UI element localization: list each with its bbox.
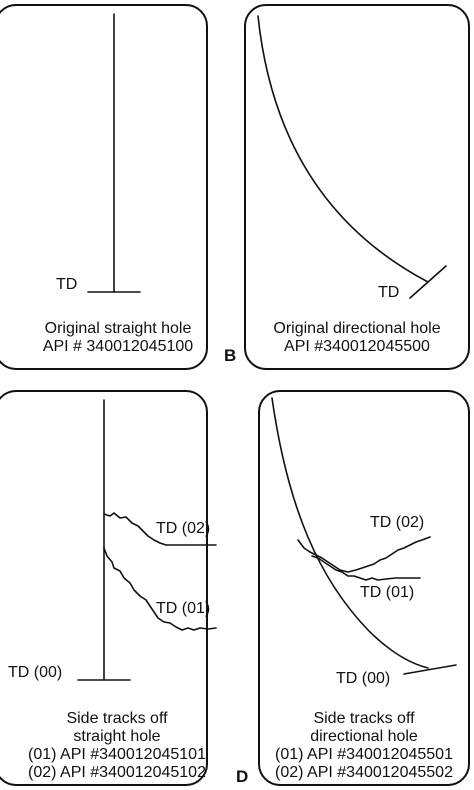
td-label-01-directional: TD (01) bbox=[360, 584, 415, 601]
caption-line: directional hole bbox=[310, 728, 418, 745]
caption-line: Original directional hole bbox=[273, 320, 441, 337]
caption-directional-hole: Original directional hole API #340012045… bbox=[244, 320, 470, 356]
sidetrack-02-directional bbox=[297, 536, 431, 573]
caption-side-tracks-directional: Side tracks off directional hole (01) AP… bbox=[258, 710, 470, 782]
caption-line: Side tracks off bbox=[313, 710, 415, 727]
panel-letter-b: B bbox=[224, 346, 237, 365]
caption-line: straight hole bbox=[73, 728, 161, 745]
caption-line: (02) API #340012045502 bbox=[275, 764, 453, 781]
directional-hole-td-bar bbox=[409, 265, 447, 299]
td-label-straight: TD bbox=[56, 276, 78, 293]
caption-line: API # 340012045100 bbox=[42, 338, 194, 355]
caption-line: Original straight hole bbox=[44, 320, 192, 337]
sidetrack-01-straight bbox=[103, 547, 217, 631]
caption-side-tracks-straight: Side tracks off straight hole (01) API #… bbox=[2, 710, 232, 782]
panel-b-original-directional-hole bbox=[244, 4, 470, 370]
caption-line: (02) API #340012045102 bbox=[28, 764, 206, 781]
td-label-directional: TD bbox=[378, 284, 400, 301]
td-label-00-straight: TD (00) bbox=[8, 664, 63, 681]
caption-line: API #340012045500 bbox=[284, 338, 430, 355]
td-label-01-straight: TD (01) bbox=[156, 600, 211, 617]
directional-main-hole-curve bbox=[271, 397, 429, 669]
caption-line: (01) API #340012045501 bbox=[275, 746, 453, 763]
directional-main-td-bar bbox=[403, 664, 457, 675]
td-label-02-straight: TD (02) bbox=[156, 520, 211, 537]
panel-a-original-straight-hole bbox=[0, 4, 208, 370]
sidetrack-01-directional bbox=[311, 555, 421, 581]
td-label-00-directional: TD (00) bbox=[336, 670, 391, 687]
caption-line: Side tracks off bbox=[66, 710, 168, 727]
panel-letter-d: D bbox=[236, 767, 249, 786]
td-label-02-directional: TD (02) bbox=[370, 514, 425, 531]
panel-d-side-tracks-directional bbox=[258, 390, 470, 786]
caption-straight-hole: Original straight hole API # 34001204510… bbox=[2, 320, 234, 356]
directional-hole-curve bbox=[257, 15, 429, 283]
sidetrack-02-straight bbox=[103, 512, 217, 546]
caption-line: (01) API #340012045101 bbox=[28, 746, 206, 763]
